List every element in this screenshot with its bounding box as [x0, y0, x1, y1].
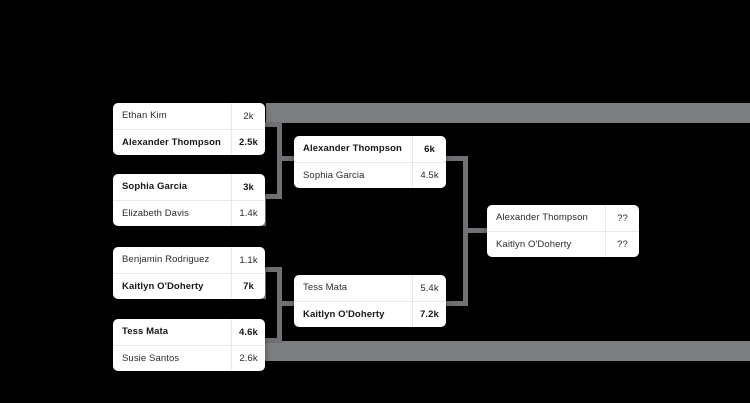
- bracket-row[interactable]: Benjamin Rodriguez 1.1k: [113, 247, 265, 273]
- competitor-name: Ethan Kim: [122, 111, 167, 121]
- competitor-name: Alexander Thompson: [496, 213, 588, 223]
- bracket-row[interactable]: Alexander Thompson 2.5k: [113, 129, 265, 155]
- match-card[interactable]: Alexander Thompson 6k Sophia Garcia 4.5k: [294, 136, 446, 188]
- competitor-score: 4.6k: [231, 319, 265, 345]
- bracket-row[interactable]: Ethan Kim 2k: [113, 103, 265, 129]
- connector-r1m3-out: [265, 267, 282, 272]
- competitor-name: Tess Mata: [122, 327, 169, 337]
- match-card[interactable]: Benjamin Rodriguez 1.1k Kaitlyn O'Dohert…: [113, 247, 265, 299]
- competitor-score: 1.1k: [231, 247, 265, 273]
- competitor-score: 4.5k: [412, 163, 446, 188]
- competitor-score: 2k: [231, 103, 265, 129]
- competitor-score: 7k: [231, 274, 265, 299]
- competitor-score: 6k: [412, 136, 446, 162]
- background-band-bottom: [183, 341, 750, 361]
- competitor-score: 5.4k: [412, 275, 446, 301]
- connector-r1m2-out: [265, 194, 282, 199]
- connector-lower-into-r2m2: [277, 301, 295, 306]
- competitor-name: Alexander Thompson: [303, 144, 402, 154]
- bracket-row[interactable]: Alexander Thompson ??: [487, 205, 639, 231]
- bracket-row[interactable]: Kaitlyn O'Doherty ??: [487, 231, 639, 257]
- competitor-name: Sophia Garcia: [122, 182, 188, 192]
- connector-r2m1-out: [446, 156, 468, 161]
- competitor-name: Alexander Thompson: [122, 137, 221, 148]
- competitor-name: Kaitlyn O'Doherty: [303, 309, 385, 320]
- bracket-row[interactable]: Elizabeth Davis 1.4k: [113, 200, 265, 226]
- competitor-score: 2.6k: [231, 346, 265, 371]
- competitor-score: 1.4k: [231, 201, 265, 226]
- bracket-row[interactable]: Kaitlyn O'Doherty 7k: [113, 273, 265, 299]
- competitor-name: Tess Mata: [303, 283, 348, 293]
- match-card[interactable]: Sophia Garcia 3k Elizabeth Davis 1.4k: [113, 174, 265, 226]
- match-card[interactable]: Ethan Kim 2k Alexander Thompson 2.5k: [113, 103, 265, 155]
- bracket-row[interactable]: Alexander Thompson 6k: [294, 136, 446, 162]
- connector-r1m1-out: [265, 122, 282, 127]
- competitor-name: Benjamin Rodriguez: [122, 255, 210, 265]
- bracket-row[interactable]: Kaitlyn O'Doherty 7.2k: [294, 301, 446, 327]
- competitor-name: Kaitlyn O'Doherty: [122, 281, 204, 292]
- bracket-row[interactable]: Tess Mata 4.6k: [113, 319, 265, 345]
- bracket-row[interactable]: Sophia Garcia 3k: [113, 174, 265, 200]
- background-band-top: [266, 103, 750, 123]
- competitor-score: 2.5k: [231, 130, 265, 155]
- match-card[interactable]: Tess Mata 5.4k Kaitlyn O'Doherty 7.2k: [294, 275, 446, 327]
- connector-upper-into-r2m1: [277, 156, 295, 161]
- competitor-score: 3k: [231, 174, 265, 200]
- match-card-final[interactable]: Alexander Thompson ?? Kaitlyn O'Doherty …: [487, 205, 639, 257]
- competitor-name: Kaitlyn O'Doherty: [496, 239, 572, 250]
- competitor-score: 7.2k: [412, 302, 446, 327]
- bracket-row[interactable]: Tess Mata 5.4k: [294, 275, 446, 301]
- connector-final-in: [463, 228, 490, 233]
- bracket-row[interactable]: Susie Santos 2.6k: [113, 345, 265, 371]
- competitor-name: Elizabeth Davis: [122, 208, 189, 219]
- match-card[interactable]: Tess Mata 4.6k Susie Santos 2.6k: [113, 319, 265, 371]
- competitor-score: ??: [605, 232, 639, 257]
- competitor-name: Sophia Garcia: [303, 170, 365, 181]
- connector-r2m2-out: [446, 301, 468, 306]
- bracket-row[interactable]: Sophia Garcia 4.5k: [294, 162, 446, 188]
- connector-r1m4-out: [265, 338, 282, 343]
- competitor-name: Susie Santos: [122, 353, 180, 364]
- competitor-score: ??: [605, 205, 639, 231]
